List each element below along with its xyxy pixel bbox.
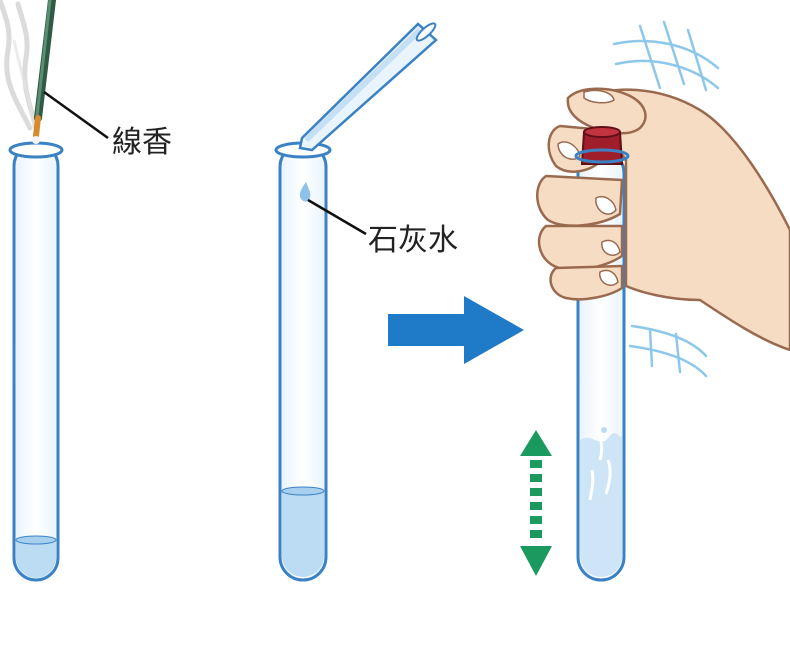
leader-line-incense (43, 90, 109, 140)
label-limewater: 石灰水 (368, 223, 458, 258)
test-tube-incense: 線香 (0, 0, 172, 582)
droplet-icon (299, 182, 311, 202)
rubber-stopper-icon (574, 126, 630, 165)
test-tube-limewater: 石灰水 (274, 22, 458, 582)
liquid-residue (16, 538, 56, 578)
limewater-liquid (282, 490, 324, 577)
right-arrow-icon (388, 296, 524, 364)
double-vertical-arrow-icon (520, 430, 552, 576)
incense-stick-icon (32, 0, 56, 144)
motion-lines-icon (612, 20, 720, 378)
leader-line-limewater (307, 198, 367, 236)
label-incense: 線香 (112, 125, 172, 160)
hand-icon (536, 87, 790, 352)
pipette-icon (298, 22, 438, 152)
